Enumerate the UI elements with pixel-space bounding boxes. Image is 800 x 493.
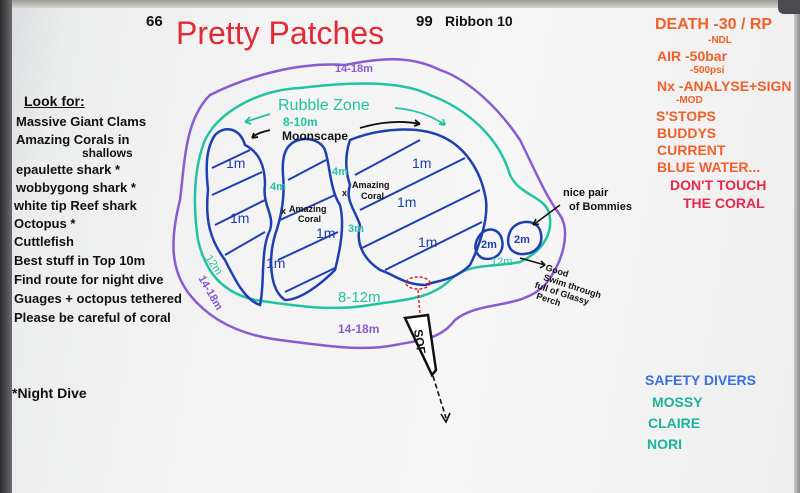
amazing-coral-label: Amazing xyxy=(352,180,390,190)
bommie-right xyxy=(506,220,543,256)
depth-label: 14-18m xyxy=(335,63,373,75)
depth-label: 1m xyxy=(418,234,437,250)
briefing-item: -NDL xyxy=(708,35,732,46)
depth-label: 3m xyxy=(348,223,364,235)
amazing-coral-labels: x Amazing Coral x Amazing Coral xyxy=(281,180,390,224)
night-dive-footnote: *Night Dive xyxy=(12,385,87,401)
whiteboard-frame-left xyxy=(0,0,12,493)
page-title: Pretty Patches xyxy=(176,15,385,51)
briefing-item: BLUE WATER... xyxy=(657,159,761,175)
look-for-heading: Look for: xyxy=(24,93,85,109)
list-item: white tip Reef shark xyxy=(14,198,137,213)
rubble-zone-arrows xyxy=(244,107,446,126)
reef-patch-left xyxy=(205,128,273,307)
whiteboard-corner xyxy=(778,0,800,14)
amazing-coral-label: Coral xyxy=(361,191,384,201)
depth-label: 1m xyxy=(316,225,335,241)
dive-site-subtitle: Ribbon 10 xyxy=(445,13,513,29)
warning-line: THE CORAL xyxy=(683,195,765,211)
coral-mark: x xyxy=(281,206,286,216)
list-item: Find route for night dive xyxy=(14,272,164,287)
sof-buoy-icon xyxy=(403,313,438,378)
warning-line: DON'T TOUCH xyxy=(670,177,767,193)
depth-label: 1m xyxy=(412,155,431,171)
safety-diver-name: MOSSY xyxy=(652,394,703,410)
briefing-item: -500psi xyxy=(690,65,725,76)
list-item: epaulette shark * xyxy=(16,162,121,177)
briefing-item: S'STOPS xyxy=(656,108,716,124)
depth-label: 4m xyxy=(270,181,286,193)
list-item: Cuttlefish xyxy=(14,234,74,249)
outer-depth-contour xyxy=(172,58,567,350)
whiteboard-frame-top xyxy=(0,0,800,8)
briefing-item: CURRENT xyxy=(657,142,726,158)
list-item: Best stuff in Top 10m xyxy=(14,253,146,268)
note-line: nice pair xyxy=(563,187,609,199)
depth-label: 8-10m xyxy=(283,115,318,129)
buoy-line xyxy=(417,289,421,316)
depth-label: 1m xyxy=(266,255,285,271)
mid-depth-contour xyxy=(193,82,552,310)
list-item: shallows xyxy=(82,146,133,160)
depth-label: 8-12m xyxy=(338,289,381,306)
rubble-zone-label: Rubble Zone xyxy=(278,97,370,114)
list-item: Please be careful of coral xyxy=(14,310,171,325)
reef-patch-middle xyxy=(269,137,344,302)
list-item: Guages + octopus tethered xyxy=(14,291,182,306)
moonscape-arrows xyxy=(251,119,421,139)
briefing-item: -MOD xyxy=(676,95,703,106)
entry-point-marker xyxy=(405,276,431,290)
list-item: Amazing Corals in xyxy=(16,132,130,147)
briefing-item: AIR -50bar xyxy=(657,48,728,64)
bommie-left xyxy=(474,228,504,261)
list-item: Massive Giant Clams xyxy=(16,114,147,129)
quote-open-mark: 66 xyxy=(146,13,163,30)
bommies-pointer-arrow xyxy=(532,204,561,226)
depth-label: 12m xyxy=(491,256,512,268)
depth-label: 1m xyxy=(397,194,416,210)
note-line: of Bommies xyxy=(569,201,632,213)
depth-label: 2m xyxy=(481,239,497,251)
descent-line xyxy=(432,375,447,419)
swim-through-arrow xyxy=(519,257,546,269)
reef-hatching xyxy=(211,139,483,293)
shallow-depth-labels: 1m 1m 1m 1m 1m 1m 1m xyxy=(226,155,437,271)
list-item: wobbygong shark * xyxy=(16,180,136,195)
amazing-coral-label: Coral xyxy=(298,214,321,224)
safety-heading: SAFETY DIVERS xyxy=(645,372,756,388)
amazing-coral-label: Amazing xyxy=(289,204,327,214)
depth-label: 4m xyxy=(332,166,348,178)
briefing-item: BUDDYS xyxy=(657,125,717,141)
depth-label: 14-18m xyxy=(338,322,379,336)
buoy-label: SOF xyxy=(411,328,428,354)
safety-diver-name: CLAIRE xyxy=(648,415,701,431)
moonscape-label: Moonscape xyxy=(282,129,348,143)
coral-mark: x xyxy=(342,188,347,198)
quote-close-mark: 99 xyxy=(416,13,433,30)
safety-diver-name: NORI xyxy=(647,436,682,452)
bommies-note: nice pair of Bommies xyxy=(563,187,632,213)
reef-patch-right xyxy=(345,128,488,287)
whiteboard-frame-right xyxy=(794,0,800,493)
list-item: Octopus * xyxy=(14,216,76,231)
briefing-item: Nx -ANALYSE+SIGN xyxy=(657,78,792,94)
depth-label: 1m xyxy=(226,155,245,171)
briefing-item: DEATH -30 / RP xyxy=(655,16,773,33)
depth-label: 1m xyxy=(230,210,249,226)
depth-label: 2m xyxy=(514,234,530,246)
descent-arrow-icon xyxy=(440,412,451,424)
swim-through-note: Good Swim through full of Glassy Perch xyxy=(533,262,602,308)
